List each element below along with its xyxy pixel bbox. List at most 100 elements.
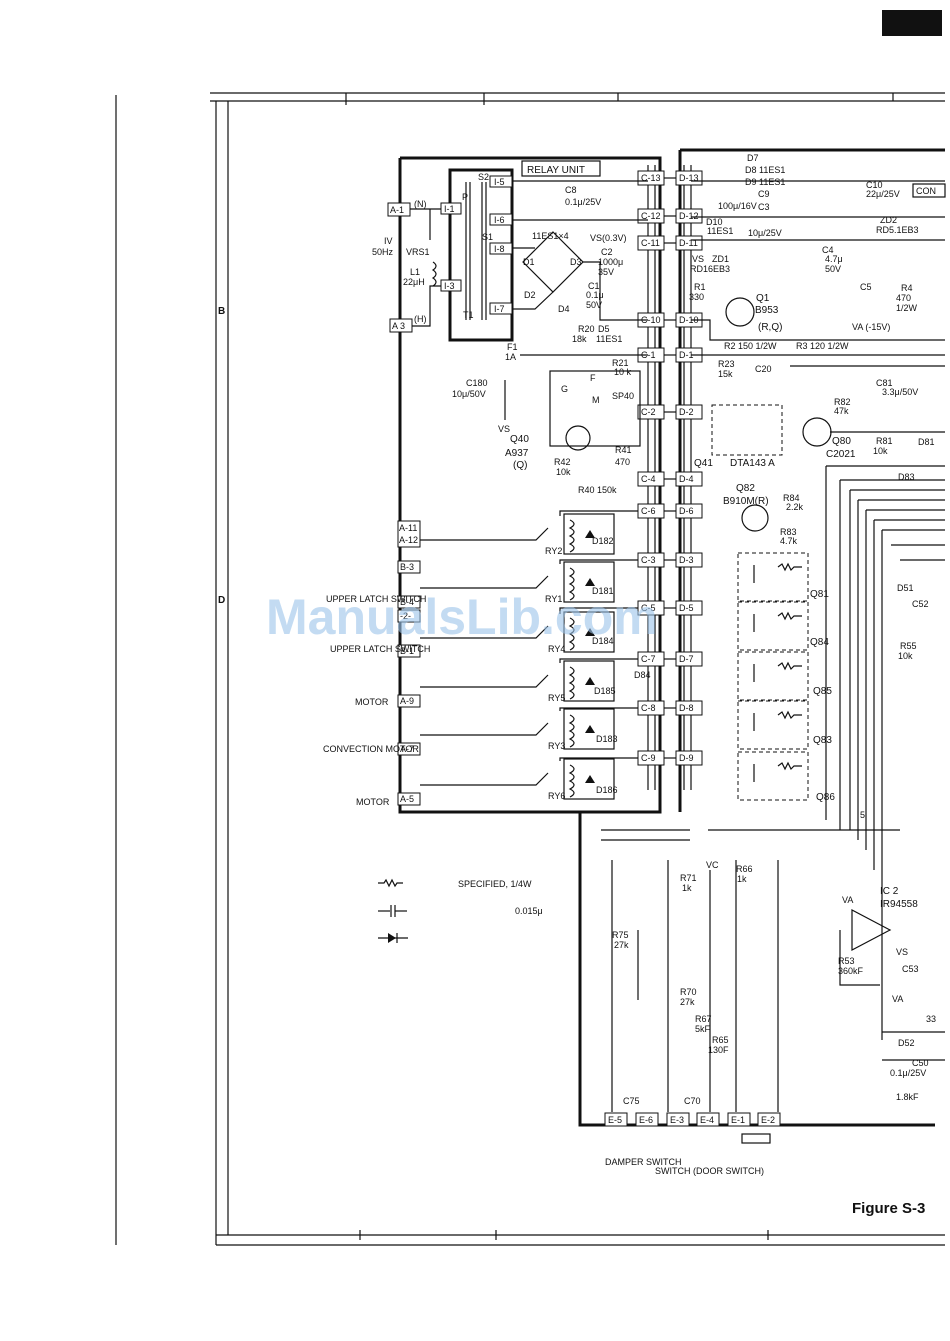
svg-text:E-1: E-1 (731, 1115, 745, 1125)
svg-text:B910M(R): B910M(R) (723, 496, 769, 507)
transformer-box (448, 168, 514, 342)
relay-feed-wire (559, 510, 638, 516)
svg-text:RY1: RY1 (545, 594, 562, 604)
svg-text:T1: T1 (463, 310, 474, 320)
connector-label: C-1 (641, 350, 656, 360)
upper-latch-label-2: UPPER LATCH SWITCH (330, 644, 430, 654)
svg-text:27k: 27k (680, 997, 695, 1007)
svg-text:50V: 50V (586, 300, 602, 310)
svg-text:5: 5 (860, 810, 865, 820)
connector-label: C-3 (641, 555, 656, 565)
svg-text:D183: D183 (596, 734, 618, 744)
relay-diode (585, 578, 595, 586)
svg-text:R23: R23 (718, 359, 735, 369)
svg-text:D81: D81 (918, 437, 935, 447)
connector-a-9 (397, 694, 421, 708)
relay-coil (568, 764, 575, 798)
svg-text:RY4: RY4 (548, 644, 565, 654)
svg-text:Q80: Q80 (832, 436, 851, 447)
relay-diode (585, 725, 595, 733)
connector-label: D-8 (679, 703, 694, 713)
svg-text:D9 11ES1: D9 11ES1 (745, 177, 785, 187)
svg-text:C3: C3 (758, 202, 770, 212)
svg-text:C2021: C2021 (826, 449, 856, 460)
svg-text:R41: R41 (615, 445, 632, 455)
svg-text:S2: S2 (478, 172, 489, 182)
q41-box (711, 404, 783, 456)
svg-text:B-1: B-1 (400, 646, 414, 656)
svg-text:3.3μ/50V: 3.3μ/50V (882, 387, 918, 397)
driver-resistor (777, 661, 802, 671)
relay-coil (568, 714, 575, 748)
e-connectors: E-5 E-6 E-3 E-4 E-1 E-2 (604, 1112, 781, 1127)
svg-text:B953: B953 (755, 305, 779, 316)
svg-text:D10: D10 (706, 217, 723, 227)
svg-text:R83: R83 (780, 527, 797, 537)
driver-transistor-stack (737, 552, 809, 801)
svg-text:D7: D7 (747, 153, 759, 163)
svg-text:0.1μ: 0.1μ (586, 290, 604, 300)
driver-resistor (777, 562, 802, 572)
svg-text:B-3: B-3 (400, 562, 414, 572)
svg-text:1.8kF: 1.8kF (896, 1092, 919, 1102)
relay-contact (420, 527, 549, 541)
svg-text:11ES1: 11ES1 (707, 226, 733, 236)
svg-text:RY3: RY3 (548, 741, 565, 751)
svg-text:(R,Q): (R,Q) (758, 322, 782, 333)
svg-text:R40 150k: R40 150k (578, 485, 617, 495)
svg-text:R4: R4 (901, 283, 913, 293)
svg-text:A 3: A 3 (392, 321, 405, 331)
svg-text:C20: C20 (755, 364, 772, 374)
connector-a-7 (397, 742, 421, 756)
svg-text:27k: 27k (614, 940, 629, 950)
svg-text:SP40: SP40 (612, 391, 634, 401)
svg-text:VS: VS (498, 424, 510, 434)
relay-box (563, 561, 615, 603)
i-connectors: I-5 I-6 I-8 I-7 I-1 I-3 (440, 175, 513, 315)
grid-ref-d: D (218, 595, 225, 606)
svg-text:18k: 18k (572, 334, 587, 344)
driver-transistor-box (737, 552, 809, 602)
connector-label: C-8 (641, 703, 656, 713)
svg-text:Q41: Q41 (694, 458, 713, 469)
svg-text:Q83: Q83 (813, 735, 832, 746)
svg-text:S1: S1 (482, 232, 493, 242)
relay-feed-wire (559, 757, 638, 761)
relay-unit-title: RELAY UNIT (527, 165, 585, 176)
connector-label: C-11 (641, 238, 660, 248)
svg-text:IV: IV (384, 236, 393, 246)
svg-text:RD5.1EB3: RD5.1EB3 (876, 225, 919, 235)
svg-text:Q85: Q85 (813, 686, 832, 697)
relay-box (563, 660, 615, 702)
relay-box (563, 758, 615, 800)
connector-label: D-7 (679, 654, 694, 664)
motor-label-1: MOTOR (355, 697, 389, 707)
svg-text:R53: R53 (838, 956, 855, 966)
svg-text:ZD1: ZD1 (712, 254, 729, 264)
svg-text:M: M (592, 395, 600, 405)
svg-text:D3: D3 (570, 257, 582, 267)
svg-text:R2 150 1/2W: R2 150 1/2W (724, 341, 777, 351)
svg-text:D1: D1 (523, 257, 535, 267)
relay-box (563, 708, 615, 750)
svg-text:0.1μ/25V: 0.1μ/25V (890, 1068, 926, 1078)
relay-diode (585, 677, 595, 685)
connector-label: C-5 (641, 603, 656, 613)
svg-text:10μ/25V: 10μ/25V (748, 228, 782, 238)
svg-text:VA (-15V): VA (-15V) (852, 322, 890, 332)
relay-diode (585, 628, 595, 636)
watermark: ManualsLib.com (266, 589, 658, 645)
svg-text:D184: D184 (592, 636, 614, 646)
svg-text:470: 470 (615, 457, 630, 467)
driver-transistor-box (737, 651, 809, 701)
damper-switch-label: DAMPER SWITCH (605, 1157, 682, 1167)
svg-text:I-1: I-1 (444, 204, 455, 214)
svg-text:VS(0.3V): VS(0.3V) (590, 233, 627, 243)
svg-text:D185: D185 (594, 686, 616, 696)
relay-coil (568, 617, 575, 651)
svg-text:0.1μ/25V: 0.1μ/25V (565, 197, 601, 207)
door-switch-label: SWITCH (DOOR SWITCH) (655, 1166, 764, 1176)
driver-resistor (777, 761, 802, 771)
motor-label-2: MOTOR (356, 797, 390, 807)
svg-text:Q84: Q84 (810, 637, 829, 648)
